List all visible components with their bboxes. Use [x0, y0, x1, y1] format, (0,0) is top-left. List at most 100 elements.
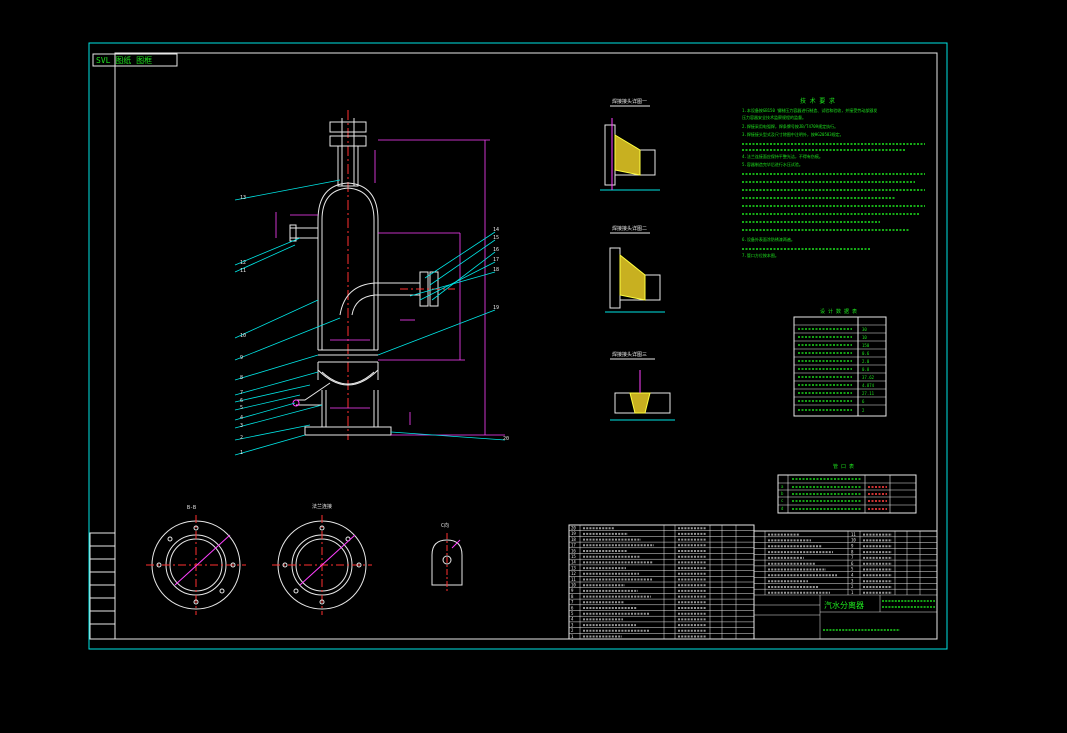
- note-line-6: 5.容器制造完毕后进行水压试验。: [742, 161, 803, 167]
- leader-16: 16: [493, 247, 499, 253]
- bom-right-row-number: 3: [851, 578, 854, 583]
- note-line-1: 1.本设备按GB150 钢制压力容器进行制造、试验和验收，并接受劳动部颁发: [742, 107, 877, 113]
- nozzle-table: 管 口 表 a b c d: [777, 463, 917, 514]
- bom-row-number: 9: [571, 588, 574, 593]
- design-value-9: 27.11: [862, 391, 875, 396]
- leader-5: 5: [240, 405, 243, 411]
- outer-frame: [88, 42, 948, 650]
- bom-right-row-number: 11: [851, 532, 856, 537]
- nozzle-row-a: a: [781, 484, 784, 489]
- leader-15: 15: [493, 235, 499, 241]
- design-value-6: 0.8: [862, 367, 870, 372]
- corner-logo: SVL 图纸 图框: [92, 53, 178, 67]
- note-line-7: 6.设备外表面涂防锈漆两遍。: [742, 236, 795, 242]
- bom-right-row-number: 1: [851, 590, 854, 595]
- left-stamp-column: [89, 532, 116, 640]
- bom-right-row-number: 5: [851, 567, 854, 572]
- design-table-heading: 设 计 数 据 表: [820, 308, 857, 315]
- nozzle-row-d: d: [781, 506, 784, 511]
- bom-row-number: 16: [571, 548, 576, 553]
- note-line-3: 2.焊接采用电弧焊，焊条牌号按JB/T4709规定执行。: [742, 123, 838, 129]
- bom-right-row-number: 7: [851, 555, 854, 560]
- design-value-1: 30: [862, 327, 867, 332]
- bom-right-row-number: 9: [851, 544, 854, 549]
- leader-6: 6: [240, 398, 243, 404]
- bom-right-row-number: 8: [851, 549, 854, 554]
- weld-detail-3-label: 焊接接头详图三: [612, 351, 647, 358]
- leader-18: 18: [493, 267, 499, 273]
- design-data-table: 设 计 数 据 表 30 10 150 0.6 2.0 0.8 37.62 4.…: [793, 308, 887, 417]
- bom-row-number: 18: [571, 537, 576, 542]
- bom-row-number: 1: [571, 634, 574, 639]
- nozzle-row-c: c: [781, 498, 784, 503]
- bom-right-row-number: 6: [851, 561, 854, 566]
- bom-right-row-number: 2: [851, 584, 854, 589]
- section-bb-view: B-B: [146, 505, 246, 615]
- notes-heading: 技 术 要 求: [800, 97, 835, 105]
- weld-detail-2: 焊接接头详图二: [605, 225, 665, 313]
- weld-detail-1: 焊接接头详图一: [600, 98, 660, 191]
- bom-row-number: 4: [571, 617, 574, 622]
- bom-row-number: 15: [571, 554, 576, 559]
- design-value-8: 4.874: [862, 383, 875, 388]
- bom-row-number: 17: [571, 543, 576, 548]
- bom-row-number: 12: [571, 571, 576, 576]
- flange-section-view: 法兰连接: [272, 503, 372, 615]
- section-bb-label: B-B: [187, 505, 196, 511]
- bom-row-number: 2: [571, 628, 574, 633]
- bom-row-number: 5: [571, 611, 574, 616]
- leader-19: 19: [493, 305, 499, 311]
- design-value-10: 6: [862, 399, 865, 404]
- leader-7: 7: [240, 390, 243, 396]
- design-value-2: 10: [862, 335, 867, 340]
- bom-row-number: 19: [571, 531, 576, 536]
- bom-row-number: 13: [571, 565, 576, 570]
- leader-17: 17: [493, 257, 499, 263]
- leader-11: 11: [240, 268, 246, 274]
- leader-9: 9: [240, 355, 243, 361]
- technical-notes: 技 术 要 求 1.本设备按GB150 钢制压力容器进行制造、试验和验收，并接受…: [742, 97, 925, 258]
- design-value-3: 150: [862, 343, 870, 348]
- leader-14: 14: [493, 227, 499, 233]
- vessel-main-view: 13 12 11 10 9 8 7 6 5 4 3 2 1 14 15 16 1…: [234, 110, 509, 456]
- bom-row-number: 10: [571, 583, 576, 588]
- weld-detail-1-label: 焊接接头详图一: [612, 98, 647, 105]
- flange-section-label: 法兰连接: [312, 503, 332, 510]
- bom-row-number: 6: [571, 605, 574, 610]
- note-line-2: 压力容器安全技术监察规程的监督。: [742, 114, 806, 120]
- note-line-4: 3.焊接接头型式及尺寸除图中注明外，按HG20583规定。: [742, 131, 844, 137]
- bom-right-row-number: 4: [851, 573, 854, 578]
- c-view-label: C向: [441, 522, 449, 529]
- bom-row-number: 7: [571, 600, 574, 605]
- leader-12: 12: [240, 260, 246, 266]
- corner-logo-text: SVL 图纸 图框: [96, 55, 152, 65]
- design-value-11: 2: [862, 408, 865, 413]
- design-value-5: 2.0: [862, 359, 870, 364]
- weld-detail-3: 焊接接头详图三: [610, 351, 675, 421]
- drawing-name: 汽水分离器: [824, 600, 864, 610]
- design-value-4: 0.6: [862, 351, 870, 356]
- nozzle-row-b: b: [781, 491, 784, 496]
- bom-row-number: 3: [571, 622, 574, 627]
- leader-8: 8: [240, 375, 243, 381]
- leader-3: 3: [240, 423, 243, 429]
- note-line-5: 4.法兰连接面应保持平整光洁，不得有伤痕。: [742, 153, 823, 159]
- leader-20: 20: [503, 436, 509, 442]
- weld-detail-2-label: 焊接接头详图二: [612, 225, 647, 232]
- bom-row-number: 20: [571, 526, 576, 531]
- design-value-7: 37.62: [862, 375, 875, 380]
- bom-row-number: 11: [571, 577, 576, 582]
- leader-2: 2: [240, 435, 243, 441]
- inner-frame: [114, 52, 938, 640]
- nozzle-table-heading: 管 口 表: [833, 463, 854, 470]
- leader-1: 1: [240, 450, 243, 456]
- bom-right-row-number: 10: [851, 538, 856, 543]
- note-line-8: 7.管口方位按本图。: [742, 252, 779, 258]
- leader-10: 10: [240, 333, 246, 339]
- bom-row-number: 14: [571, 560, 576, 565]
- bom-row-number: 8: [571, 594, 574, 599]
- leader-4: 4: [240, 415, 243, 421]
